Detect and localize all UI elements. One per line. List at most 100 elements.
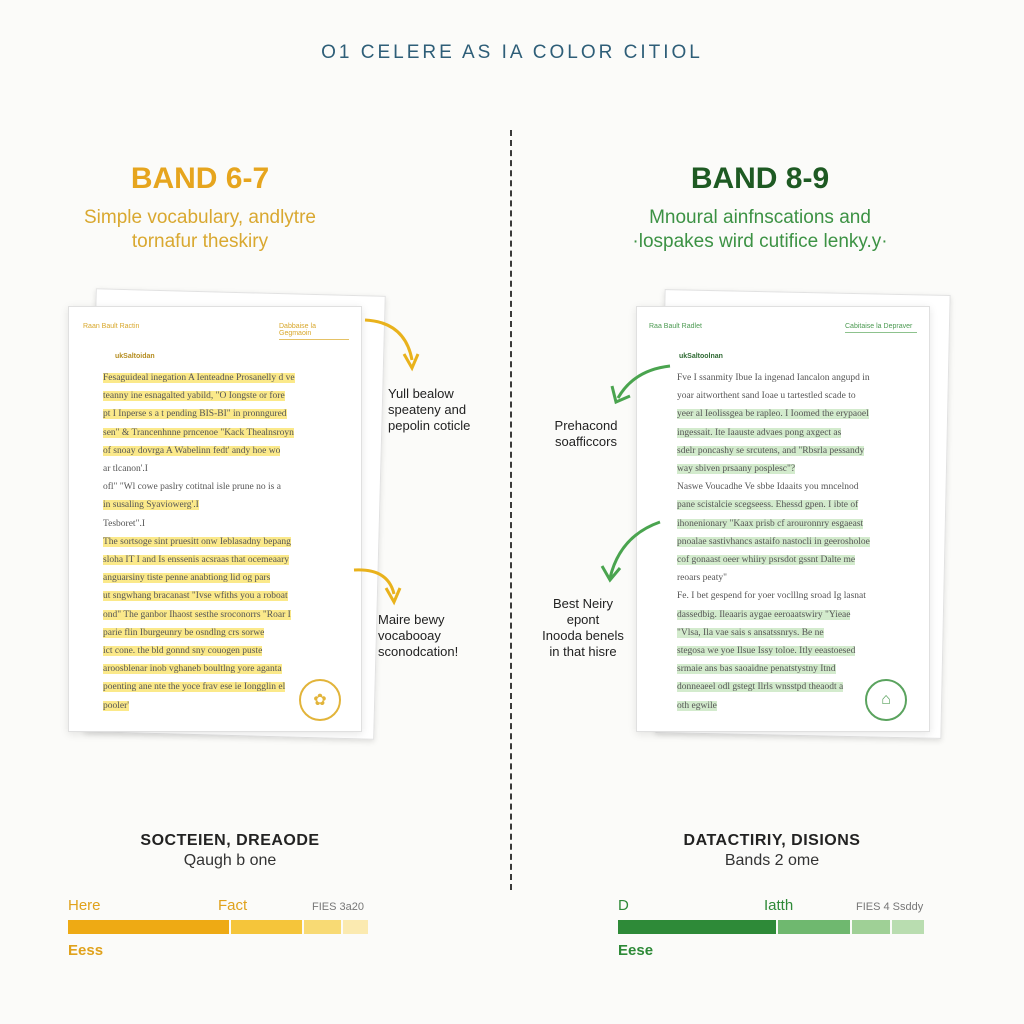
right-stamp-icon: ⌂ xyxy=(865,679,907,721)
right-bottom-subtitle: Bands 2 ome xyxy=(724,852,820,869)
essay-line-text: of snoay dovrga A Wabelinn fedt' andy ho… xyxy=(103,445,281,456)
essay-line-text: dassedbig. Ileaaris aygae eeroaatswiry "… xyxy=(677,609,851,620)
left-sheet-text: Fesaguideal inegation A Ienteadne Prosan… xyxy=(103,369,353,715)
bar-segment xyxy=(342,920,368,934)
essay-line-text: yeer al Ieolissgea be rapleo. I Ioomed t… xyxy=(677,409,869,420)
essay-line: Fe. I bet gespend for yoer voclllng sroa… xyxy=(677,587,927,605)
essay-line: stegosa we yoe Ilsue Issy toloe. Itly ee… xyxy=(677,642,927,660)
essay-line-text: parie flin Iburgeunry be osndlng crs sor… xyxy=(103,627,265,638)
essay-line: sen" & Trancenhnne prncenoe "Kack Thealn… xyxy=(103,424,353,442)
essay-line: Fve I ssanmity Ibue Ia ingenad Iancalon … xyxy=(677,369,927,387)
bar-segment xyxy=(852,920,891,934)
page-title: O1 CELERE AS IA COLOR CITIOL xyxy=(321,42,703,63)
essay-line: pane scistalcie scegseess. Ehessd gpen. … xyxy=(677,496,927,514)
right-band-title: BAND 8-9 xyxy=(690,162,830,195)
essay-line: parie flin Iburgeunry be osndlng crs sor… xyxy=(103,624,353,642)
essay-line: dassedbig. Ileaaris aygae eeroaatswiry "… xyxy=(677,606,927,624)
essay-line: ar tlcanon'.I xyxy=(103,460,353,478)
bar-segment xyxy=(618,920,777,934)
essay-line-text: cof gonaast oeer whiiry psrsdot gssnt Da… xyxy=(677,555,856,566)
essay-line: ond" The ganbor Ihaost sesthe sroconorrs… xyxy=(103,606,353,624)
essay-line-text: "Vlsa, Ila vae sais s ansatssnrys. Be ne xyxy=(677,627,824,638)
essay-line: Fesaguideal inegation A Ienteadne Prosan… xyxy=(103,369,353,387)
right-sheet-section: ukSaltoolnan xyxy=(679,353,723,360)
left-stamp-icon: ✿ xyxy=(299,679,341,721)
bar-segment xyxy=(892,920,924,934)
essay-line: of snoay dovrga A Wabelinn fedt' andy ho… xyxy=(103,442,353,460)
essay-line-text: The sortsoge sint pruesitt onw Ieblasadn… xyxy=(103,536,291,547)
essay-line: poenting ane nte the yoce frav ese ie Io… xyxy=(103,678,353,696)
left-subtitle-line-1: Simple vocabulary, andlytre xyxy=(84,207,316,228)
bar-segment xyxy=(68,920,230,934)
right-subtitle-line-2: ·lospakes wird cutifice lenky.y· xyxy=(632,231,888,252)
bar-segment xyxy=(778,920,851,934)
essay-line-text: pooler' xyxy=(103,700,129,711)
left-bottom-subtitle: Qaugh b one xyxy=(183,852,277,869)
essay-line-text: way sbiven prsaany posplesc"? xyxy=(677,464,796,475)
left-sheet-header-right: Dabbaise la Gegmaoin xyxy=(279,323,349,340)
right-essay-sheet: Raa Bault Radlet Cabitaise la Depraver u… xyxy=(636,306,930,732)
essay-line-text: stegosa we yoe Ilsue Issy toloe. Itly ee… xyxy=(677,646,856,657)
essay-line-text: donneaeel odl gstegt Ilrls wnsstpd theao… xyxy=(677,682,844,693)
right-bottom-title: DATACTIRIY, DISIONS xyxy=(683,832,861,849)
essay-line: donneaeel odl gstegt Ilrls wnsstpd theao… xyxy=(677,678,927,696)
bar-segment xyxy=(303,920,341,934)
essay-line-text: ihonenionary "Kaax prisb cf arouronnry e… xyxy=(677,518,864,529)
left-note-1: Yull bealow speateny and pepolin coticle xyxy=(388,386,471,433)
essay-line-text: sen" & Trancenhnne prncenoe "Kack Thealn… xyxy=(103,427,294,438)
left-progress-bar xyxy=(68,920,370,934)
left-sheet-header-left: Raan Bault Ractin xyxy=(83,323,140,330)
essay-line: sdelr poncashy se srcutens, and "Rbsrla … xyxy=(677,442,927,460)
essay-line: ihonenionary "Kaax prisb cf arouronnry e… xyxy=(677,515,927,533)
essay-line: reoars peaty" xyxy=(677,569,927,587)
essay-line: The sortsoge sint pruesitt onw Ieblasadn… xyxy=(103,533,353,551)
left-band-title: BAND 6-7 xyxy=(130,162,270,195)
essay-line-text: Naswe Voucadhe Ve sbbe Idaaits you mncel… xyxy=(677,482,859,493)
left-bar-label-mid: Fact xyxy=(218,897,248,914)
essay-line-text: Fve I ssanmity Ibue Ia ingenad Iancalon … xyxy=(677,373,870,383)
essay-line-text: pt I Inperse s a t pending BIS-BI" in pr… xyxy=(103,409,287,420)
essay-line: srmaie ans bas saoaidne penatstystny Itn… xyxy=(677,660,927,678)
center-divider xyxy=(510,130,512,890)
essay-line-text: oth egwile xyxy=(677,700,717,711)
essay-line-text: ofl" "Wl cowe paslry cotitnal isle prune… xyxy=(103,482,281,493)
essay-line-text: ond" The ganbor Ihaost sesthe sroconorrs… xyxy=(103,609,291,620)
essay-line: oth egwile xyxy=(677,697,927,715)
essay-line: pnoalae sastivhancs astaifo nastocli in … xyxy=(677,533,927,551)
essay-line: Naswe Voucadhe Ve sbbe Idaaits you mncel… xyxy=(677,478,927,496)
essay-line: teanny ine esnagalted yabild, "O Iongste… xyxy=(103,387,353,405)
essay-line: yeer al Ieolissgea be rapleo. I Ioomed t… xyxy=(677,405,927,423)
right-sheet-header-left: Raa Bault Radlet xyxy=(649,323,702,330)
left-bar-label-below: Eess xyxy=(68,942,104,959)
right-subtitle-line-1: Mnoural ainfnscations and xyxy=(649,207,871,228)
essay-line: pt I Inperse s a t pending BIS-BI" in pr… xyxy=(103,405,353,423)
essay-line-text: sloha IT I and Is enssenis acsraas that … xyxy=(103,555,290,566)
essay-line-text: ict cone. the bld gonnd sny couogen pust… xyxy=(103,646,263,657)
right-note-1: Prehacond soafficcors xyxy=(554,418,618,449)
essay-line-text: anguarsiny tiste penne anabtiong lid og … xyxy=(103,573,271,584)
essay-line-text: in susaling Syaviowerg'.I xyxy=(103,500,199,511)
right-arrow-icon-1 xyxy=(610,364,671,405)
essay-line-text: poenting ane nte the yoce frav ese ie Io… xyxy=(103,682,286,693)
right-bar-label-left: D xyxy=(618,897,629,914)
essay-line-text: reoars peaty" xyxy=(677,573,728,584)
right-sheet-text: Fve I ssanmity Ibue Ia ingenad Iancalon … xyxy=(677,369,927,715)
essay-line: aroosblenar inob vghaneb boultlng yore a… xyxy=(103,660,353,678)
essay-line: sloha IT I and Is enssenis acsraas that … xyxy=(103,551,353,569)
left-bottom-title: SOCTEIEN, DREAODE xyxy=(140,832,320,849)
right-sheet-header-right: Cabitaise la Depraver xyxy=(845,323,917,333)
essay-line: way sbiven prsaany posplesc"? xyxy=(677,460,927,478)
left-essay-sheet: Raan Bault Ractin Dabbaise la Gegmaoin u… xyxy=(68,306,362,732)
essay-line: Tesboret".I xyxy=(103,515,353,533)
essay-line: ingessait. Ite Iaauste advaes pong axgec… xyxy=(677,424,927,442)
right-bar-label-below: Eese xyxy=(618,942,654,959)
essay-line: in susaling Syaviowerg'.I xyxy=(103,496,353,514)
left-bar-label-left: Here xyxy=(68,897,101,914)
essay-line-text: teanny ine esnagalted yabild, "O Iongste… xyxy=(103,391,285,402)
left-subtitle-line-2: tornafur theskiry xyxy=(131,231,269,252)
essay-line-text: yoar aitworthent sand Ioae u tartestled … xyxy=(677,391,856,402)
essay-line-text: srmaie ans bas saoaidne penatstystny Itn… xyxy=(677,664,836,675)
essay-line: cof gonaast oeer whiiry psrsdot gssnt Da… xyxy=(677,551,927,569)
essay-line-text: pane scistalcie scegseess. Ehessd gpen. … xyxy=(677,500,859,511)
left-bar-label-right: FIES 3a20 xyxy=(312,901,364,913)
